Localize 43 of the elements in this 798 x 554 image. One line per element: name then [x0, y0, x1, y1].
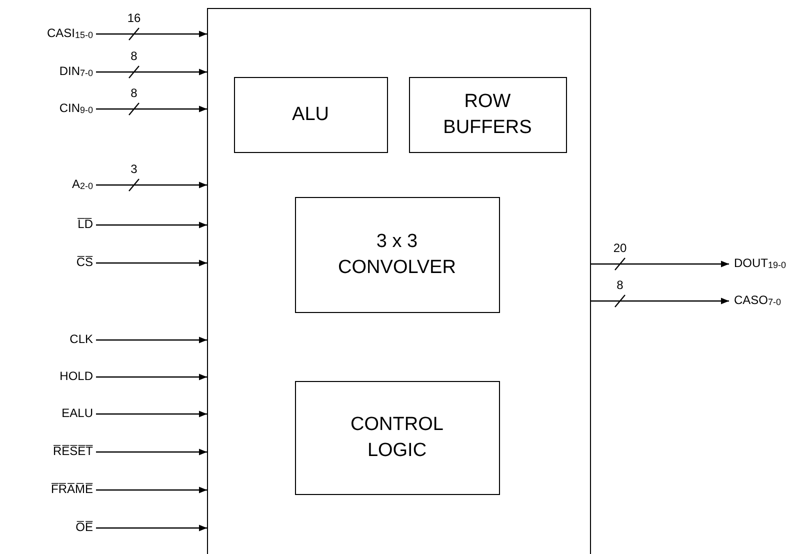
- function-block: [294, 380, 500, 494]
- signal-label: DIN$_{7-0}$: [59, 64, 93, 80]
- bus-width-label: 16: [127, 12, 141, 25]
- signal-arrow: [96, 68, 207, 76]
- signal-arrow: [96, 182, 207, 188]
- signal-label: F̅R̅A̅M̅E̅: [51, 482, 93, 496]
- block-label: ROW BUFFERS: [442, 90, 533, 140]
- block-label: 3 x 3 CONVOLVER: [337, 230, 457, 280]
- signal-arrow: [96, 106, 207, 112]
- signal-label: DOUT$_{19-0}$: [734, 256, 786, 272]
- signal-arrow: [591, 260, 729, 268]
- bus-width-label: 8: [616, 279, 624, 292]
- signal-arrow: [591, 298, 729, 304]
- signal-arrow: [96, 448, 207, 456]
- signal-label: CLK: [70, 332, 93, 346]
- signal-label: EALU: [62, 406, 93, 420]
- signal-label: CASO$_{7-0}$: [734, 293, 782, 309]
- function-block: [408, 76, 566, 152]
- bus-width-label: 20: [613, 242, 627, 255]
- block-label: CONTROL LOGIC: [350, 412, 444, 462]
- signal-label: R̅E̅S̅E̅T̅: [52, 444, 93, 458]
- signal-arrow: [96, 524, 207, 532]
- signal-arrow: [96, 486, 207, 494]
- bus-width-label: 8: [130, 87, 138, 100]
- chip-outline: [207, 8, 591, 554]
- signal-label: L̅D̅: [78, 217, 93, 231]
- function-block: [294, 196, 500, 312]
- signal-label: HOLD: [60, 369, 93, 383]
- signal-label: CIN$_{9-0}$: [59, 101, 93, 117]
- signal-label: CASI$_{15-0}$: [46, 26, 93, 42]
- signal-arrow: [96, 222, 207, 228]
- bus-width-label: 3: [130, 163, 138, 176]
- signal-arrow: [96, 260, 207, 266]
- signal-arrow: [96, 30, 207, 38]
- signal-arrow: [96, 374, 207, 380]
- bus-width-label: 8: [130, 50, 138, 63]
- block-label: ALU: [292, 102, 329, 127]
- signal-arrow: [96, 410, 207, 418]
- function-block: [234, 76, 388, 152]
- signal-label: O̅E̅: [76, 520, 93, 534]
- signal-arrow: [96, 336, 207, 344]
- signal-label: C̅S̅: [76, 255, 93, 269]
- signal-label: A$_{2-0}$: [72, 177, 93, 193]
